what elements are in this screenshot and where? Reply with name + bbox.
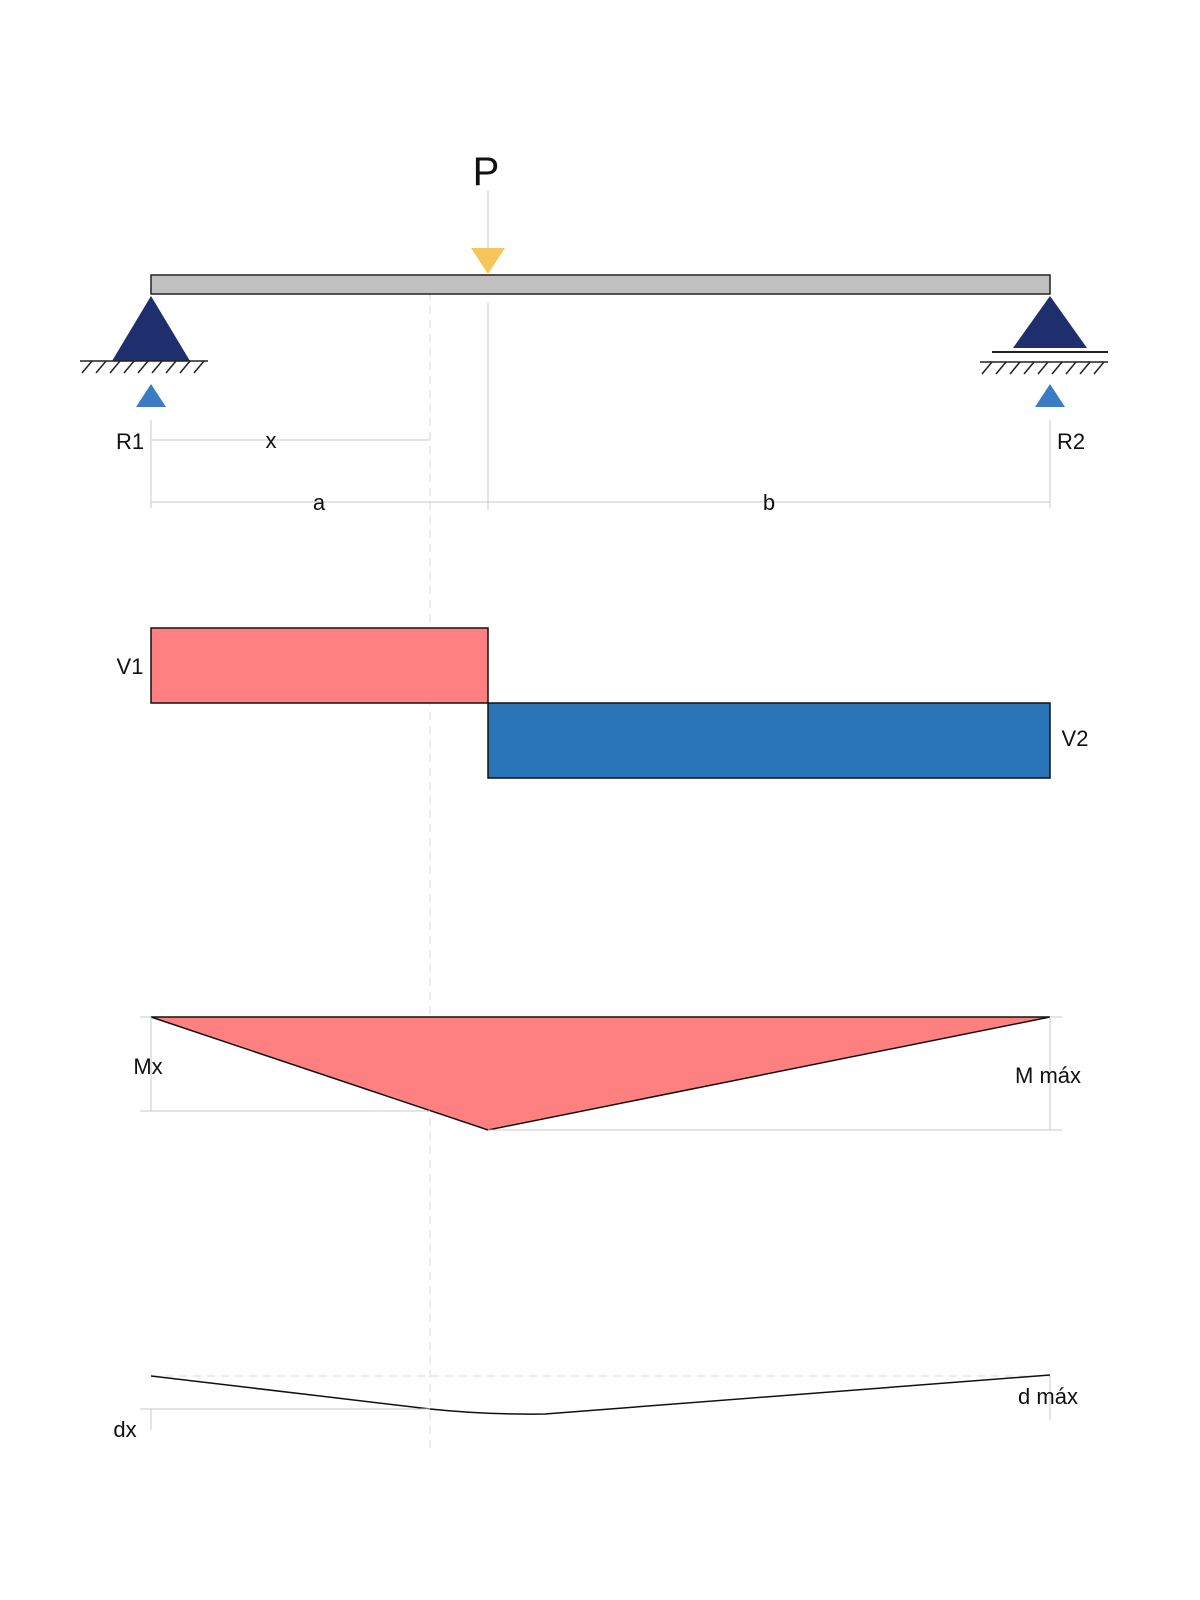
b-dim-label: b	[763, 490, 775, 515]
load-label: P	[473, 150, 500, 194]
right-reaction-arrow-icon	[1035, 384, 1065, 407]
deflection-dx-label: dx	[113, 1417, 136, 1442]
load-arrow-icon	[471, 248, 505, 274]
right-support-icon	[1013, 296, 1087, 348]
x-dim-label: x	[266, 428, 277, 453]
shear-negative-region	[487, 702, 1051, 779]
moment-mx-label: Mx	[133, 1054, 162, 1079]
beam	[150, 274, 1051, 295]
left-reaction-arrow-icon	[136, 384, 166, 407]
shear-v1-label: V1	[117, 654, 144, 679]
moment-mmax-label: M máx	[1015, 1063, 1081, 1088]
moment-region	[150, 1016, 1051, 1131]
left-reaction-label: R1	[116, 429, 144, 454]
right-reaction-label: R2	[1057, 429, 1085, 454]
shear-v2-label: V2	[1062, 726, 1089, 751]
shear-positive-region	[150, 627, 489, 704]
left-support-icon	[112, 296, 190, 361]
deflection-dmax-label: d máx	[1018, 1384, 1078, 1409]
left-ground-hatch-icon	[80, 360, 208, 374]
right-ground-hatch-icon	[980, 361, 1108, 375]
deflection-curve	[150, 1374, 1051, 1415]
a-dim-label: a	[313, 490, 326, 515]
